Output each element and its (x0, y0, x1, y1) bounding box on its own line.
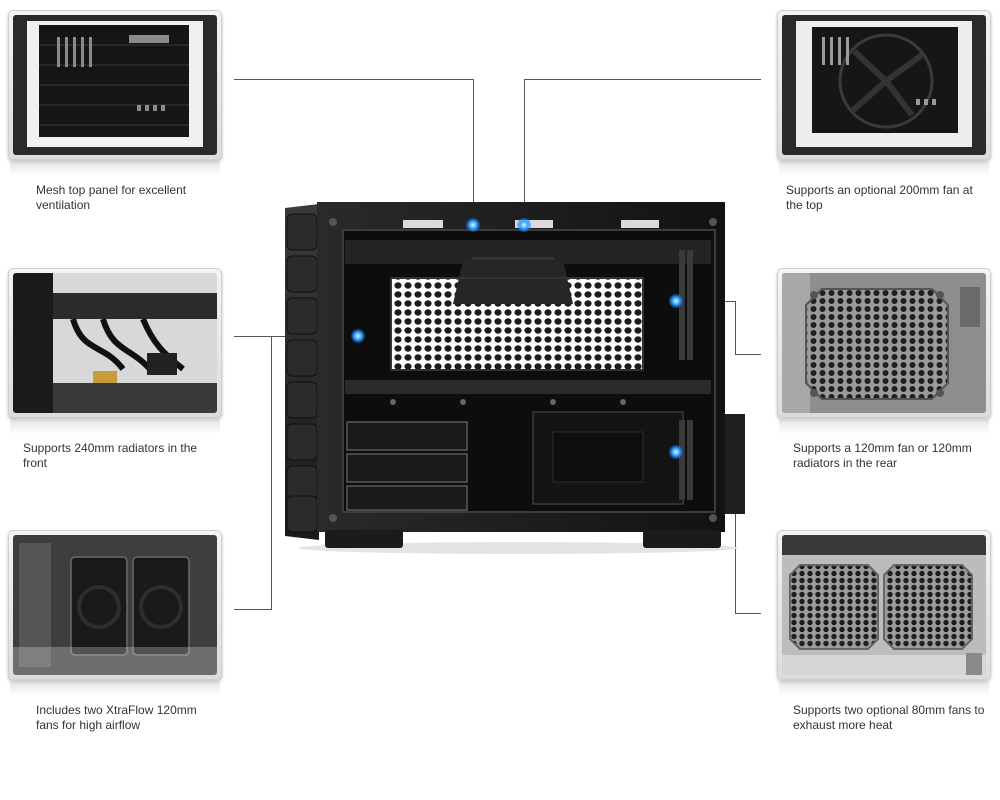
thumbnail-top-fan (777, 10, 991, 160)
reflection (779, 162, 989, 176)
thumbnail-rear-80mm (777, 530, 991, 680)
highlight-dot-front-radiator (351, 329, 365, 343)
highlight-dot-rear-80mm (669, 445, 683, 459)
thumbnail-front-fans (8, 530, 222, 680)
caption-rear-fan: Supports a 120mm fan or 120mm radiators … (793, 441, 972, 470)
caption-top-fan: Supports an optional 200mm fan at the to… (786, 183, 973, 212)
thumbnail-rear-fan (777, 268, 991, 418)
reflection (779, 420, 989, 434)
pc-case-image (283, 200, 748, 555)
reflection (10, 682, 220, 696)
caption-front-fans: Includes two XtraFlow 120mm fans for hig… (36, 703, 197, 732)
reflection (10, 420, 220, 434)
caption-front-radiator: Supports 240mm radiators in the front (23, 441, 198, 470)
reflection (10, 162, 220, 176)
thumbnail-mesh-top (8, 10, 222, 160)
thumbnail-front-radiator (8, 268, 222, 418)
caption-mesh-top: Mesh top panel for excellent ventilation (36, 183, 187, 212)
highlight-dot-mesh-top (466, 218, 480, 232)
reflection (779, 682, 989, 696)
highlight-dot-rear-fan (669, 294, 683, 308)
highlight-dot-top-fan (517, 218, 531, 232)
caption-rear-80mm: Supports two optional 80mm fans to exhau… (793, 703, 985, 732)
